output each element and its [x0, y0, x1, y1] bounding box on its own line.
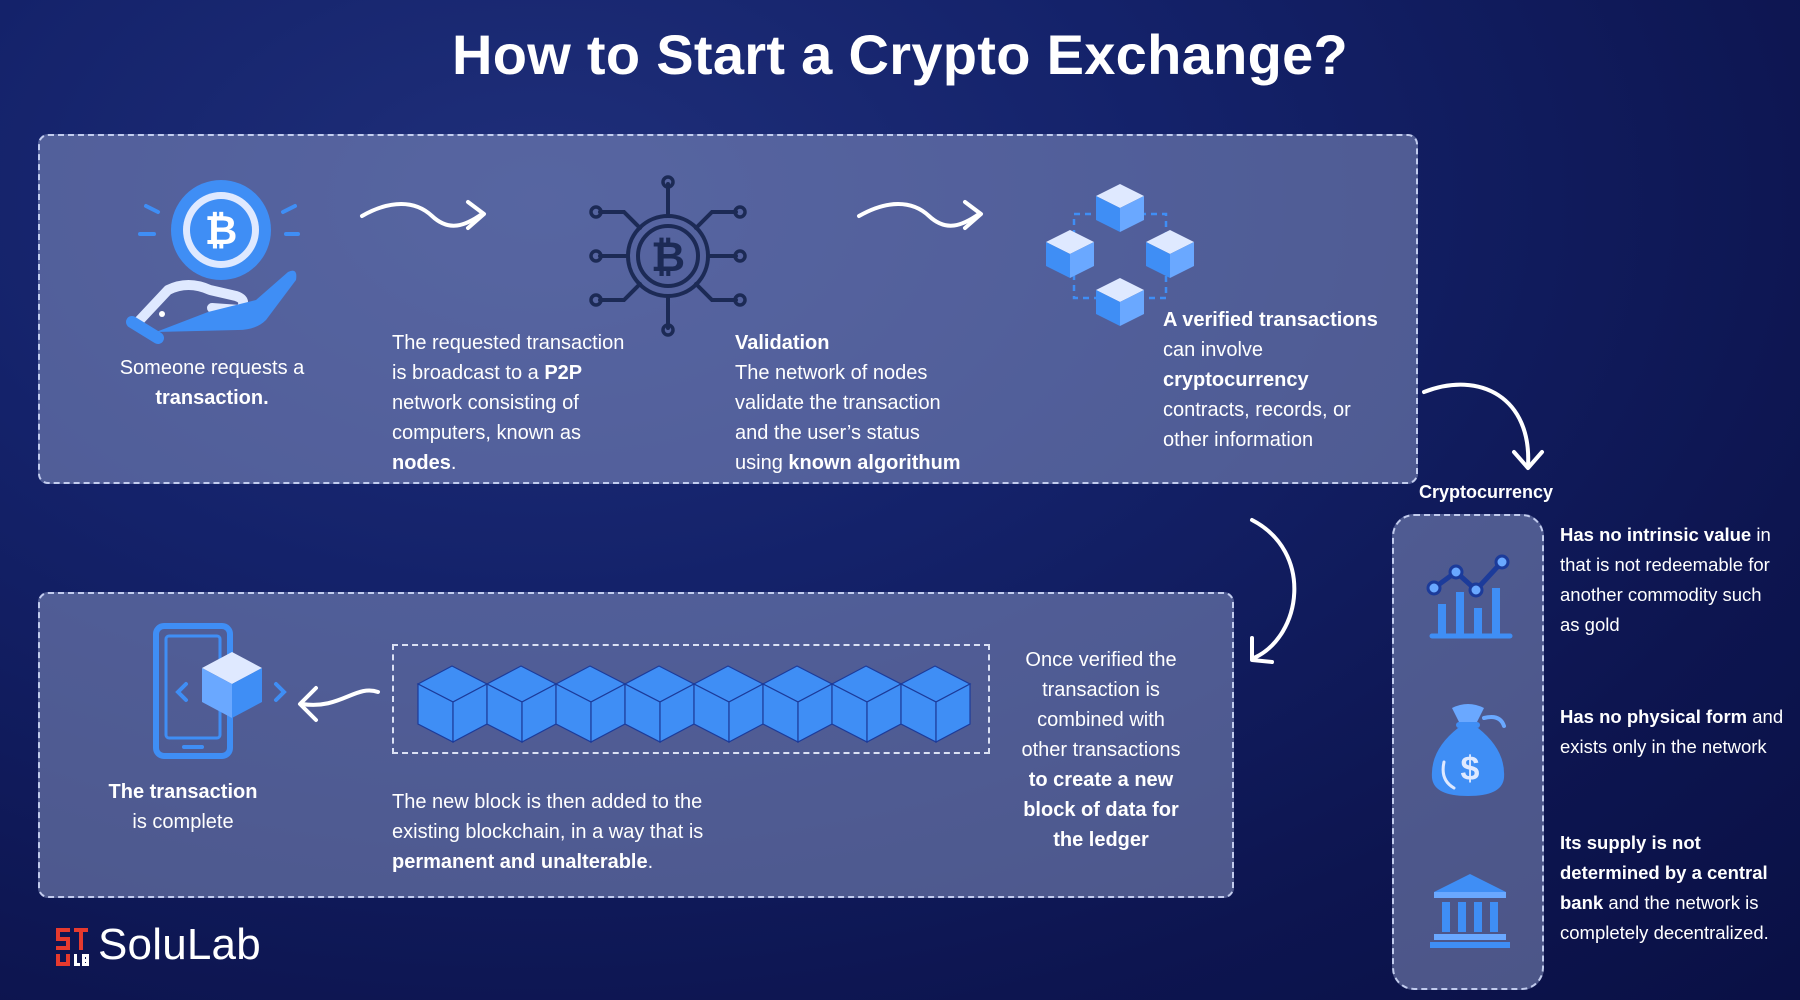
bitcoin-hand-icon: ₿ — [126, 180, 300, 344]
step-complete-text: The transaction is complete — [108, 781, 258, 833]
crypto-item-intrinsic: Has no intrinsic value in that is not re… — [1560, 524, 1771, 635]
blocks-cluster-icon — [1046, 184, 1194, 326]
verified-text: Once verified the transaction is combine… — [1021, 649, 1181, 851]
blockchain-cube — [830, 665, 903, 743]
arrow-left-icon — [298, 686, 380, 722]
chart-growth-icon — [1426, 554, 1513, 639]
blockchain-cube — [485, 665, 558, 743]
step-2-text: The requested transaction is broadcast t… — [392, 332, 625, 474]
crypto-item-physical: Has no physical form and exists only in … — [1560, 706, 1784, 757]
solulab-logo-text: SoluLab — [98, 920, 261, 969]
arrow-right-icon — [857, 200, 983, 230]
blockchain-cube — [623, 665, 696, 743]
svg-text:$: $ — [1461, 750, 1480, 788]
blockchain-text: The new block is then added to the exist… — [392, 791, 704, 873]
curved-arrow-left-icon — [1250, 518, 1297, 664]
blockchain-cube — [554, 665, 627, 743]
curved-arrow-down-icon — [1422, 382, 1544, 470]
page-title: How to Start a Crypto Exchange? — [451, 23, 1349, 86]
step-1-text: Someone requests a transaction. — [119, 357, 305, 409]
mobile-block-icon — [153, 623, 287, 759]
blockchain-box — [392, 644, 990, 754]
svg-text:₿: ₿ — [651, 233, 685, 280]
blockchain-cube — [692, 665, 765, 743]
bank-icon — [1430, 874, 1510, 948]
blockchain-cube — [761, 665, 834, 743]
crypto-item-supply: Its supply is not determined by a centra… — [1560, 832, 1769, 943]
svg-text:₿: ₿ — [205, 209, 238, 253]
arrow-right-icon — [360, 200, 486, 230]
step-4-text: A verified transactions can involve cryp… — [1163, 309, 1378, 451]
blockchain-cube — [899, 665, 972, 743]
blockchain-row-icon — [416, 665, 972, 743]
bottom-process-panel — [38, 592, 1234, 898]
cryptocurrency-heading: Cryptocurrency — [1418, 482, 1554, 502]
blockchain-cube — [416, 665, 489, 743]
money-bag-icon: $ — [1431, 704, 1506, 796]
step-3-text: Validation The network of nodes validate… — [735, 332, 961, 474]
solulab-logo-icon — [56, 928, 89, 966]
bitcoin-network-icon: ₿ — [589, 175, 747, 337]
